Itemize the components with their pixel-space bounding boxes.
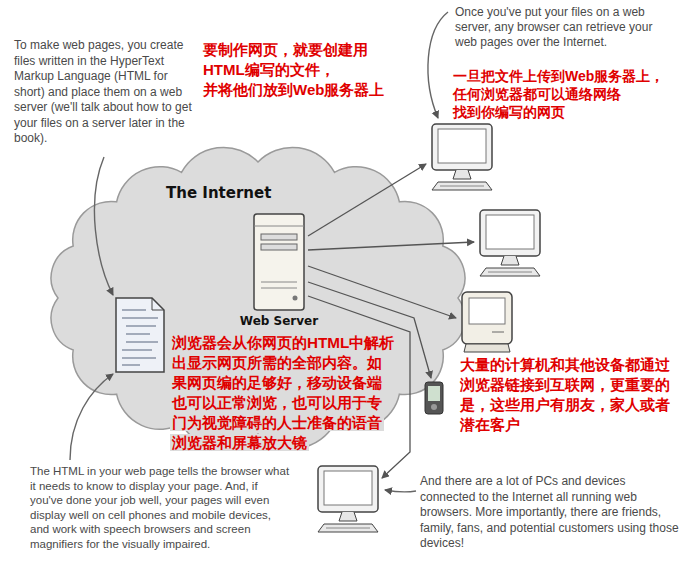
leader-arrow bbox=[428, 12, 448, 118]
handwritten-note: The HTML in your web page tells the brow… bbox=[30, 464, 292, 551]
chinese-note: 浏览器会从你网页的HTML中解析 出显示网页所需的全部内容。如 果网页编的足够好… bbox=[170, 334, 396, 451]
note-holder: 要制作网页，就要创建用 HTML编写的文件， 并将他们放到Web服务器上 bbox=[203, 40, 403, 100]
note-holder: And there are a lot of PCs and devices c… bbox=[420, 474, 682, 552]
tower-case bbox=[254, 214, 304, 310]
network-label: The Internet bbox=[166, 184, 271, 202]
note-holder: 一旦把文件上传到Web服务器上， 任何浏览器都可以通络网络 找到你编写的网页 bbox=[453, 67, 679, 121]
chinese-note: 大量的计算机和其他设备都通过 浏览器链接到互联网，更重要的 是，这些用户有朋友，… bbox=[460, 356, 670, 433]
server-tower bbox=[251, 212, 307, 312]
pda-screen bbox=[428, 386, 440, 401]
computer-1 bbox=[432, 124, 492, 190]
handwritten-note: And there are a lot of PCs and devices c… bbox=[420, 474, 682, 552]
computer-4 bbox=[318, 466, 378, 532]
computer-2 bbox=[480, 210, 540, 276]
handwritten-note: Once you've put your files on a web serv… bbox=[455, 5, 675, 50]
power-light bbox=[292, 296, 297, 301]
server-label: Web Server bbox=[240, 314, 318, 328]
document-page bbox=[116, 298, 164, 372]
tower-detail bbox=[254, 226, 304, 288]
note-holder: 大量的计算机和其他设备都通过 浏览器链接到互联网，更重要的 是，这些用户有朋友，… bbox=[460, 355, 682, 435]
pda-button bbox=[431, 404, 437, 410]
drive-bay bbox=[261, 234, 297, 240]
chinese-note: 要制作网页，就要创建用 HTML编写的文件， 并将他们放到Web服务器上 bbox=[203, 41, 384, 98]
note-holder: Once you've put your files on a web serv… bbox=[455, 5, 675, 50]
handwritten-note: To make web pages, you create files writ… bbox=[14, 38, 200, 147]
web-server: Web Server bbox=[236, 212, 322, 329]
document-lines bbox=[122, 310, 158, 365]
computer-3 bbox=[462, 292, 512, 352]
pda-body bbox=[425, 382, 443, 414]
drive-bay bbox=[261, 244, 297, 250]
note-holder: The HTML in your web page tells the brow… bbox=[30, 464, 292, 551]
chinese-note: 一旦把文件上传到Web服务器上， 任何浏览器都可以通络网络 找到你编写的网页 bbox=[453, 68, 664, 120]
html-document-icon bbox=[116, 298, 164, 372]
note-holder: 浏览器会从你网页的HTML中解析 出显示网页所需的全部内容。如 果网页编的足够好… bbox=[170, 333, 402, 453]
note-holder: To make web pages, you create files writ… bbox=[14, 38, 200, 147]
pda-device bbox=[425, 382, 443, 414]
leader-arrow bbox=[385, 490, 416, 492]
